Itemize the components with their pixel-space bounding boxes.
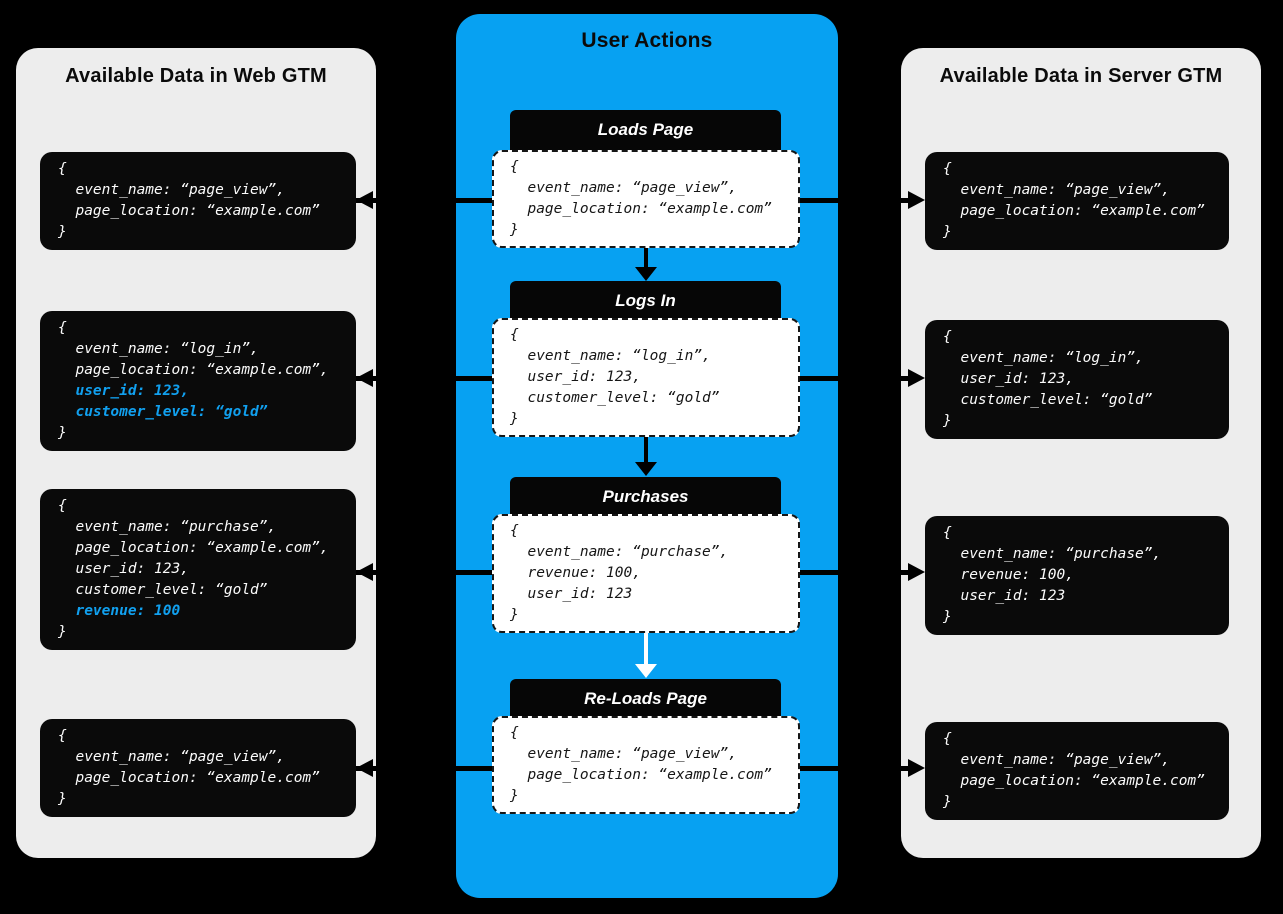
code-line: revenue: 100,	[943, 567, 1074, 583]
web-code-box-4: { event_name: “page_view”, page_location…	[40, 719, 356, 817]
action-payload-loads-page: { event_name: “page_view”, page_location…	[492, 150, 800, 248]
flow-arrow-line-3-white	[644, 624, 648, 665]
arrowhead-to-web-2-icon	[356, 369, 373, 387]
code-line: user_id: 123,	[510, 369, 641, 385]
code-line: page_location: “example.com”	[58, 203, 320, 219]
server-code-box-2: { event_name: “log_in”, user_id: 123, cu…	[925, 320, 1229, 439]
code-line: event_name: “page_view”,	[943, 752, 1170, 768]
code-line-highlighted: revenue: 100	[58, 603, 181, 619]
action-header-reloads-page: Re-Loads Page	[510, 679, 781, 719]
code-line: }	[510, 607, 519, 623]
code-line: page_location: “example.com”,	[58, 540, 329, 556]
code-line: page_location: “example.com”	[943, 203, 1205, 219]
code-line: event_name: “purchase”,	[510, 544, 729, 560]
server-code-box-4: { event_name: “page_view”, page_location…	[925, 722, 1229, 820]
code-line: }	[58, 425, 67, 441]
code-line: }	[58, 624, 67, 640]
code-line: event_name: “page_view”,	[58, 182, 285, 198]
code-line: }	[510, 222, 519, 238]
code-line: customer_level: “gold”	[58, 582, 268, 598]
flow-arrowhead-down-1-icon	[635, 267, 657, 281]
code-line: event_name: “log_in”,	[510, 348, 711, 364]
arrowhead-to-web-1-icon	[356, 191, 373, 209]
arrowhead-to-server-2-icon	[908, 369, 925, 387]
arrowhead-to-web-4-icon	[356, 759, 373, 777]
code-line: {	[510, 725, 519, 741]
code-line: page_location: “example.com”	[58, 770, 320, 786]
code-line: event_name: “purchase”,	[58, 519, 277, 535]
web-code-box-3: { event_name: “purchase”, page_location:…	[40, 489, 356, 650]
server-gtm-panel-title: Available Data in Server GTM	[939, 65, 1223, 87]
code-line: user_id: 123,	[943, 371, 1074, 387]
code-line: {	[58, 498, 67, 514]
code-line: {	[943, 525, 952, 541]
code-line: event_name: “page_view”,	[510, 746, 737, 762]
code-line: }	[510, 788, 519, 804]
flow-arrow-line-1	[644, 238, 648, 268]
user-actions-panel-title: User Actions	[581, 29, 713, 52]
code-line: page_location: “example.com”	[510, 201, 772, 217]
server-code-box-1: { event_name: “page_view”, page_location…	[925, 152, 1229, 250]
code-line: }	[58, 791, 67, 807]
code-line: {	[58, 728, 67, 744]
code-line: event_name: “page_view”,	[58, 749, 285, 765]
code-line: {	[510, 327, 519, 343]
code-line: }	[943, 413, 952, 429]
code-line-highlighted: customer_level: “gold”	[58, 404, 268, 420]
flow-arrowhead-down-3-white-icon	[635, 664, 657, 678]
server-code-box-3: { event_name: “purchase”, revenue: 100, …	[925, 516, 1229, 635]
code-line: user_id: 123,	[58, 561, 189, 577]
arrowhead-to-server-3-icon	[908, 563, 925, 581]
code-line: {	[943, 329, 952, 345]
code-line: {	[943, 731, 952, 747]
code-line: event_name: “log_in”,	[943, 350, 1144, 366]
code-line: event_name: “page_view”,	[943, 182, 1170, 198]
code-line: user_id: 123	[510, 586, 633, 602]
code-line: {	[58, 320, 67, 336]
code-line: customer_level: “gold”	[510, 390, 720, 406]
code-line: user_id: 123	[943, 588, 1066, 604]
action-header-loads-page: Loads Page	[510, 110, 781, 150]
code-line: {	[510, 159, 519, 175]
code-line-highlighted: user_id: 123,	[58, 383, 189, 399]
code-line: page_location: “example.com”	[943, 773, 1205, 789]
code-line: }	[943, 609, 952, 625]
code-line: customer_level: “gold”	[943, 392, 1153, 408]
arrowhead-to-server-1-icon	[908, 191, 925, 209]
web-gtm-panel-title: Available Data in Web GTM	[65, 65, 327, 87]
action-payload-purchases: { event_name: “purchase”, revenue: 100, …	[492, 514, 800, 633]
action-payload-reloads-page: { event_name: “page_view”, page_location…	[492, 716, 800, 814]
action-header-logs-in: Logs In	[510, 281, 781, 321]
arrowhead-to-server-4-icon	[908, 759, 925, 777]
code-line: }	[943, 224, 952, 240]
code-line: {	[943, 161, 952, 177]
code-line: {	[58, 161, 67, 177]
code-line: page_location: “example.com”	[510, 767, 772, 783]
flow-arrow-line-2	[644, 428, 648, 463]
code-line: revenue: 100,	[510, 565, 641, 581]
flow-arrowhead-down-2-icon	[635, 462, 657, 476]
action-payload-logs-in: { event_name: “log_in”, user_id: 123, cu…	[492, 318, 800, 437]
arrowhead-to-web-3-icon	[356, 563, 373, 581]
code-line: }	[58, 224, 67, 240]
code-line: }	[943, 794, 952, 810]
code-line: {	[510, 523, 519, 539]
code-line: event_name: “purchase”,	[943, 546, 1162, 562]
code-line: event_name: “log_in”,	[58, 341, 259, 357]
code-line: event_name: “page_view”,	[510, 180, 737, 196]
code-line: page_location: “example.com”,	[58, 362, 329, 378]
web-code-box-2: { event_name: “log_in”, page_location: “…	[40, 311, 356, 451]
code-line: }	[510, 411, 519, 427]
action-header-purchases: Purchases	[510, 477, 781, 517]
web-code-box-1: { event_name: “page_view”, page_location…	[40, 152, 356, 250]
